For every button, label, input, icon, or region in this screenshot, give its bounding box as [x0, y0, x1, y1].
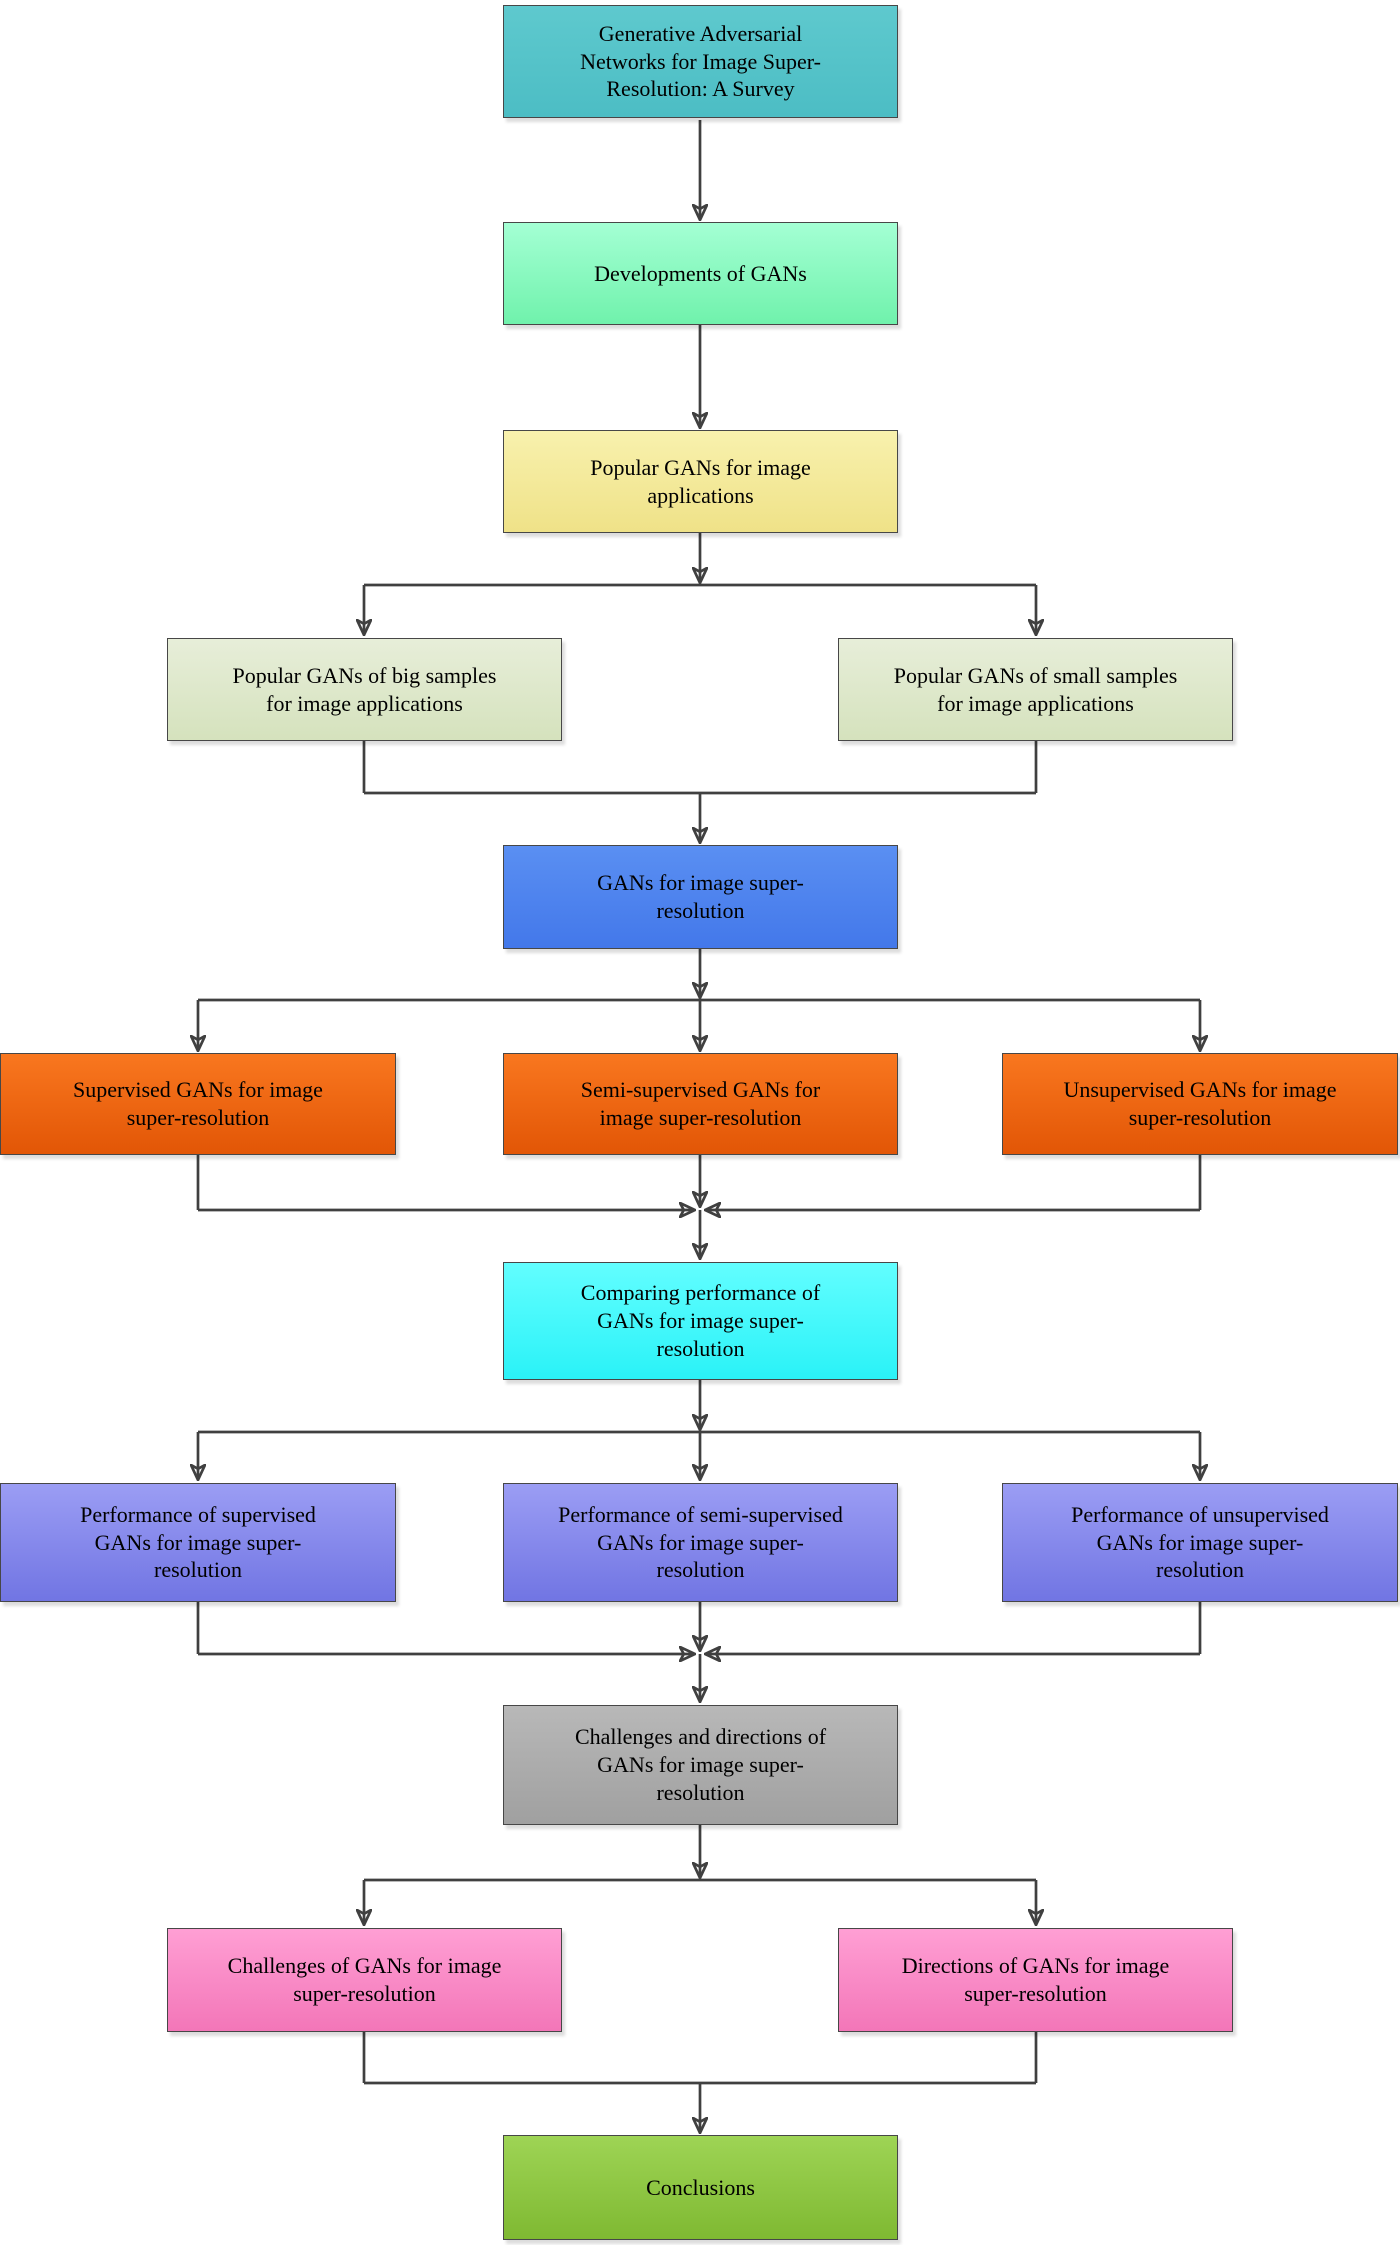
node-directions: Directions of GANs for image super-resol… — [838, 1928, 1233, 2032]
node-performance-supervised: Performance of supervised GANs for image… — [0, 1483, 396, 1602]
node-performance-semi-supervised: Performance of semi-supervised GANs for … — [503, 1483, 898, 1602]
merge-to-conclusions — [362, 2032, 1038, 2132]
split-gans-sr-to-supervision-types — [198, 949, 1200, 1050]
split-challenges-directions — [364, 1825, 1036, 1924]
node-small-samples-label: Popular GANs of small samples for image … — [893, 662, 1178, 716]
node-supervised-label: Supervised GANs for image super-resoluti… — [73, 1077, 323, 1130]
node-conclusions: Conclusions — [503, 2135, 898, 2240]
node-title-label: Generative Adversarial Networks for Imag… — [580, 20, 821, 102]
node-challenges-and-directions: Challenges and directions of GANs for im… — [503, 1705, 898, 1825]
node-performance-semi-supervised-label: Performance of semi-supervised GANs for … — [558, 1501, 843, 1583]
node-challenges-and-directions-label: Challenges and directions of GANs for im… — [574, 1724, 827, 1805]
node-directions-label: Directions of GANs for image super-resol… — [901, 1953, 1170, 2006]
node-unsupervised-label: Unsupervised GANs for image super-resolu… — [1063, 1077, 1337, 1130]
merge-supervision-types-to-comparing — [196, 1155, 1202, 1258]
node-semi-supervised-label: Semi-supervised GANs for image super-res… — [580, 1077, 821, 1130]
node-big-samples-label: Popular GANs of big samples for image ap… — [232, 662, 497, 716]
node-popular-gans: Popular GANs for image applications — [503, 430, 898, 533]
node-big-samples: Popular GANs of big samples for image ap… — [167, 638, 562, 741]
node-performance-unsupervised: Performance of unsupervised GANs for ima… — [1002, 1483, 1398, 1602]
node-comparing-performance-label: Comparing performance of GANs for image … — [580, 1280, 821, 1361]
node-conclusions-label: Conclusions — [646, 2174, 755, 2200]
node-title: Generative Adversarial Networks for Imag… — [503, 5, 898, 118]
node-performance-unsupervised-label: Performance of unsupervised GANs for ima… — [1071, 1501, 1329, 1583]
node-small-samples: Popular GANs of small samples for image … — [838, 638, 1233, 741]
node-supervised: Supervised GANs for image super-resoluti… — [0, 1053, 396, 1155]
node-gans-super-resolution: GANs for image super- resolution — [503, 845, 898, 949]
node-developments-label: Developments of GANs — [594, 260, 807, 286]
node-challenges-label: Challenges of GANs for image super-resol… — [227, 1953, 502, 2006]
split-comparing-to-performance — [198, 1380, 1200, 1479]
node-developments: Developments of GANs — [503, 222, 898, 325]
node-performance-supervised-label: Performance of supervised GANs for image… — [80, 1501, 316, 1583]
merge-performance-to-challenges-directions — [196, 1602, 1202, 1701]
node-unsupervised: Unsupervised GANs for image super-resolu… — [1002, 1053, 1398, 1155]
split-popular-to-samples — [364, 533, 1036, 634]
node-semi-supervised: Semi-supervised GANs for image super-res… — [503, 1053, 898, 1155]
node-comparing-performance: Comparing performance of GANs for image … — [503, 1262, 898, 1380]
node-challenges: Challenges of GANs for image super-resol… — [167, 1928, 562, 2032]
node-gans-super-resolution-label: GANs for image super- resolution — [597, 870, 804, 923]
node-popular-gans-label: Popular GANs for image applications — [590, 454, 811, 508]
merge-samples-to-gans-sr — [362, 741, 1038, 842]
